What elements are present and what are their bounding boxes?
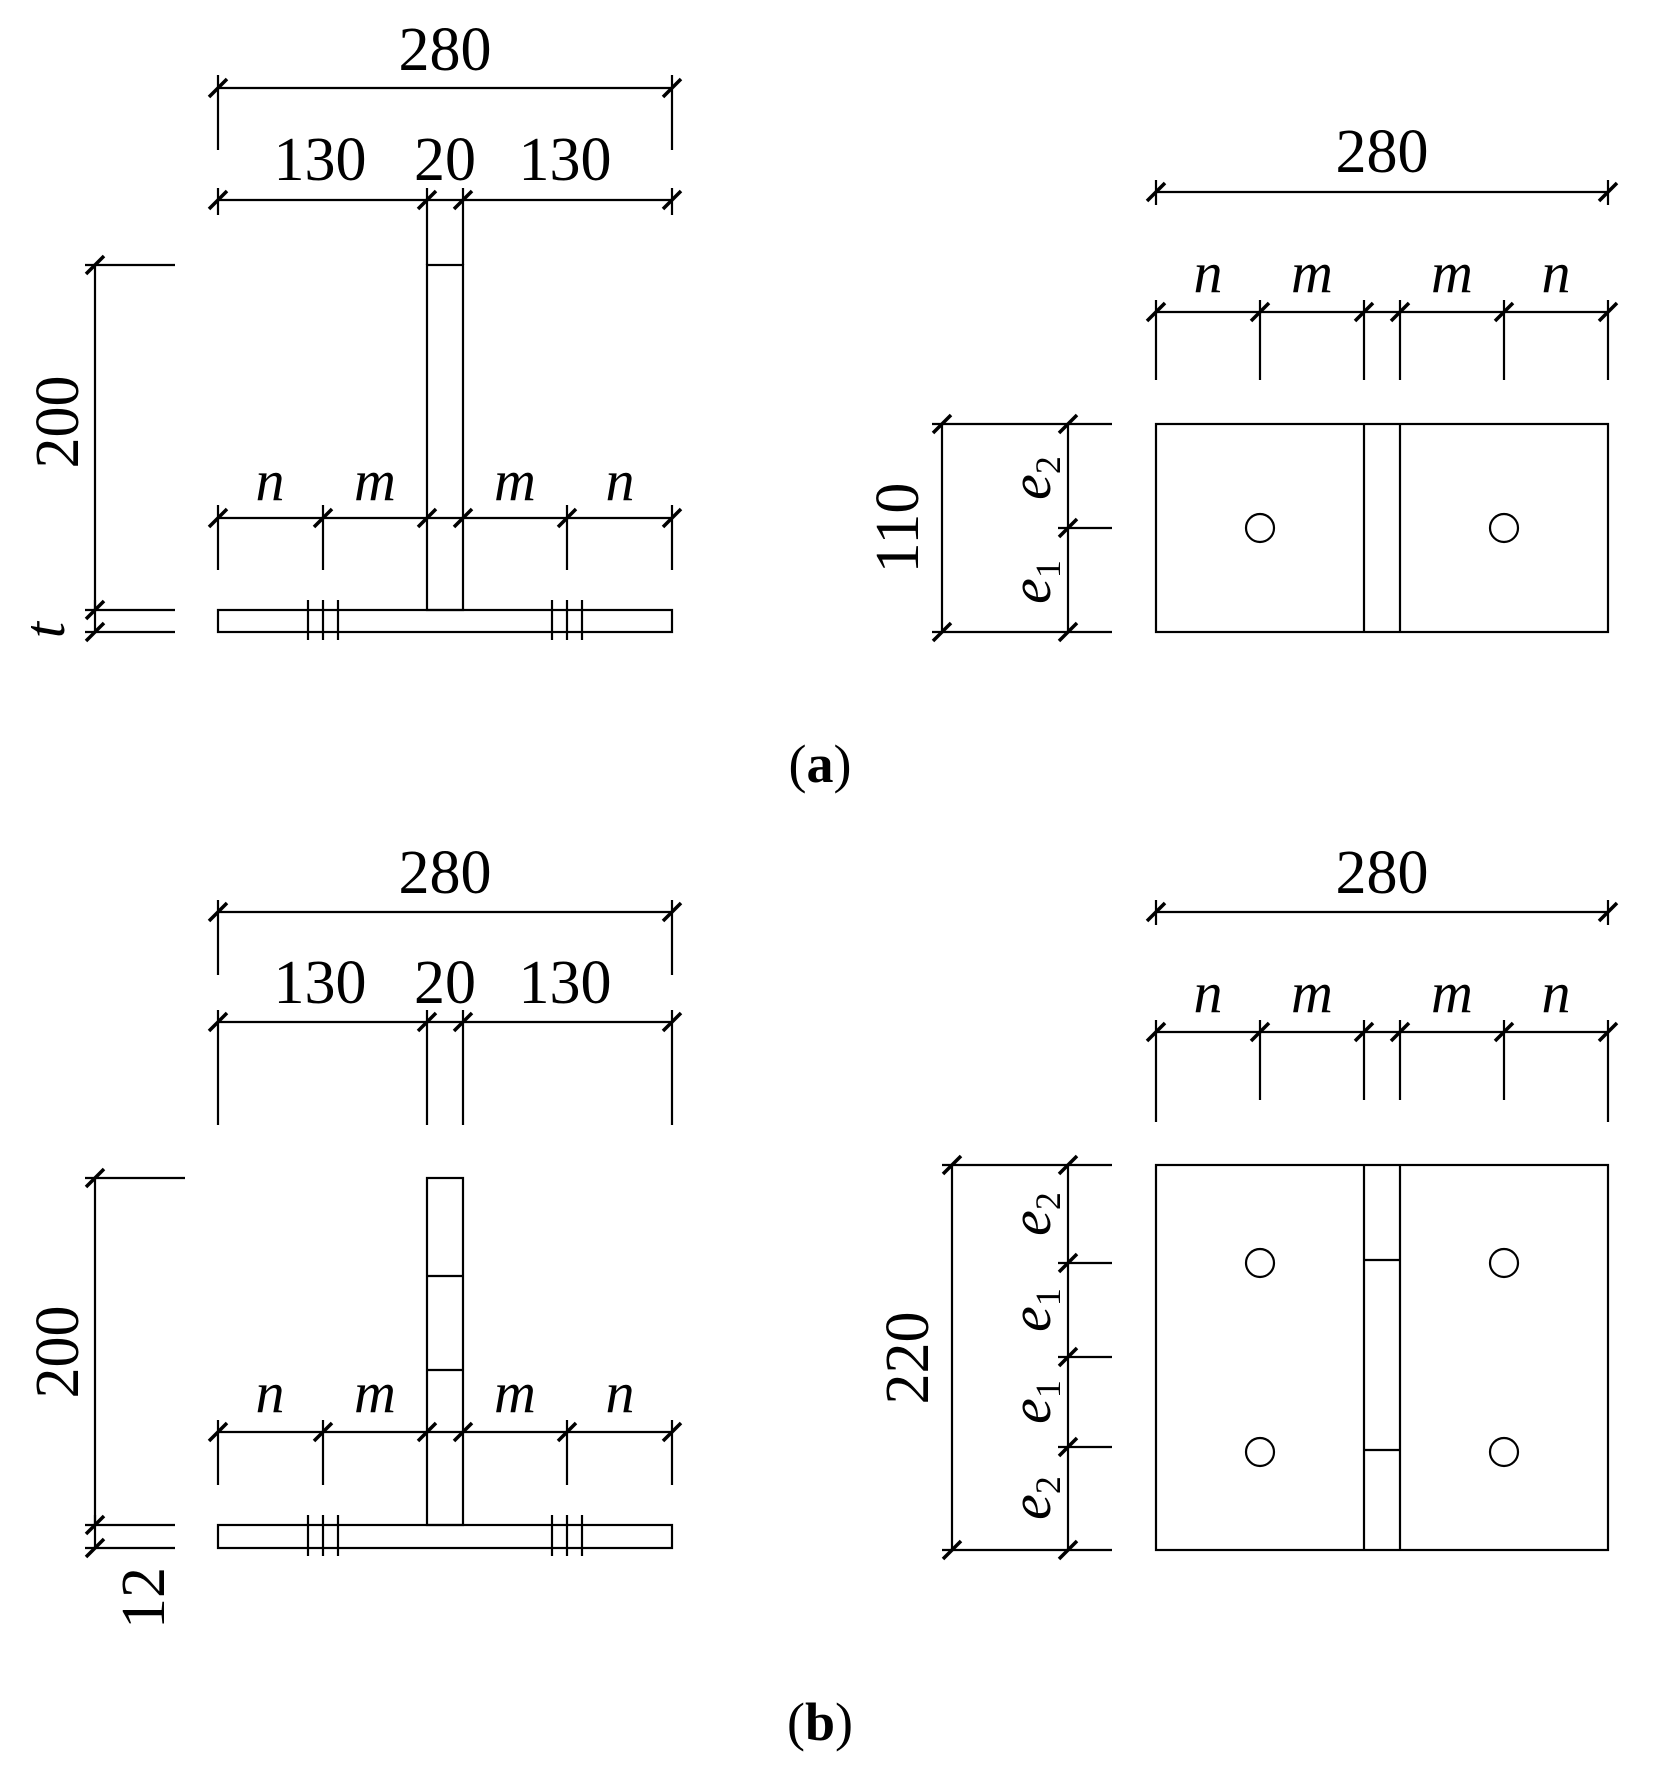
t-stub-side: [216, 263, 674, 640]
svg-text:e1: e1: [998, 560, 1068, 604]
plan-dim-label-220: 220: [874, 1312, 942, 1405]
label-e2-top: e: [998, 1210, 1063, 1236]
label-e1: e: [998, 578, 1063, 604]
panel-a-side-view: 280 130 20 130: [12, 16, 683, 643]
dim-bolt-spacing: n m m n: [207, 1360, 683, 1485]
plan-dim-label-110: 110: [864, 483, 932, 574]
plan-label-n-left: n: [1194, 960, 1223, 1025]
plan-dim-total-width: 280: [1145, 118, 1619, 205]
dim-height: 200: [24, 1167, 185, 1536]
plan-dim-height: 220 e2 e1 e1 e2: [874, 1154, 1112, 1561]
dim-label-20: 20: [414, 949, 476, 1017]
panel-a-plan-view: 280 n m m n: [864, 118, 1619, 643]
label-m-right: m: [494, 448, 536, 513]
dim-total-width: 280: [207, 839, 683, 975]
dim-label-12: 12: [110, 1567, 178, 1629]
label-n-left: n: [256, 448, 285, 513]
dim-label-20: 20: [414, 126, 476, 194]
panel-b-side-view: 280 130 20 130: [24, 839, 683, 1629]
dim-bolt-spacing: n m m n: [207, 448, 683, 570]
label-e1-subscript: 1: [1028, 560, 1068, 578]
dim-height: 200: [24, 254, 175, 621]
bolt-hole: [1244, 512, 1276, 544]
t-stub-side: [216, 1176, 674, 1556]
dim-label-130-right: 130: [519, 949, 612, 1017]
bolt-hole: [1488, 1436, 1520, 1468]
plan-label-m-left: m: [1291, 240, 1333, 305]
flange-plate: [216, 1523, 674, 1550]
label-e2: e: [998, 474, 1063, 500]
label-e2-bottom-subscript: 2: [1028, 1476, 1068, 1494]
plan-label-n-left: n: [1194, 240, 1223, 305]
label-n-right: n: [606, 1360, 635, 1425]
plan-plate: [1154, 422, 1610, 634]
plan-label-m-right: m: [1431, 960, 1473, 1025]
svg-text:e2: e2: [998, 456, 1068, 500]
label-e1-upper-subscript: 1: [1028, 1288, 1068, 1306]
label-e2-bottom: e: [998, 1494, 1063, 1520]
label-e2-subscript: 2: [1028, 456, 1068, 474]
dim-total-width: 280: [207, 16, 683, 150]
plan-dim-total-width: 280: [1145, 839, 1619, 925]
panel-b: 280 130 20 130: [24, 839, 1619, 1752]
panel-b-plan-view: 280 n m m n: [874, 839, 1619, 1561]
svg-text:e2: e2: [998, 1476, 1068, 1520]
label-e1-upper: e: [998, 1306, 1063, 1332]
panel-a: 280 130 20 130: [12, 16, 1619, 794]
label-m-left: m: [354, 448, 396, 513]
plan-dim-label-280: 280: [1336, 118, 1429, 186]
plan-dim-height: 110 e2 e1: [864, 413, 1112, 643]
caption-b: (b): [787, 1692, 853, 1752]
plan-plate: [1154, 1163, 1610, 1552]
label-m-right: m: [494, 1360, 536, 1425]
plan-label-m-left: m: [1291, 960, 1333, 1025]
dim-label-130-left: 130: [274, 126, 367, 194]
plan-dim-label-280: 280: [1336, 839, 1429, 907]
label-e2-top-subscript: 2: [1028, 1192, 1068, 1210]
plan-dim-bolt-spacing: n m m n: [1145, 960, 1619, 1122]
bolt-hole: [1488, 512, 1520, 544]
label-e1-lower-subscript: 1: [1028, 1380, 1068, 1398]
dim-label-200: 200: [24, 376, 92, 469]
label-m-left: m: [354, 1360, 396, 1425]
svg-text:e1: e1: [998, 1380, 1068, 1424]
plan-label-n-right: n: [1542, 960, 1571, 1025]
label-e1-lower: e: [998, 1398, 1063, 1424]
dim-label-280: 280: [399, 16, 492, 84]
flange-plate: [216, 608, 674, 634]
web-plate: [425, 263, 465, 612]
dim-label-200: 200: [24, 1306, 92, 1399]
plan-label-n-right: n: [1542, 240, 1571, 305]
svg-text:e2: e2: [998, 1192, 1068, 1236]
dim-thickness: 12: [84, 1515, 178, 1629]
dim-segments: 130 20 130: [207, 949, 683, 1125]
dim-label-130-left: 130: [274, 949, 367, 1017]
plan-dim-bolt-spacing: n m m n: [1145, 240, 1619, 380]
dim-label-t: t: [12, 620, 77, 638]
bolt-hole: [1244, 1436, 1276, 1468]
dim-thickness: t: [12, 600, 175, 643]
bolt-hole: [1244, 1247, 1276, 1279]
label-n-right: n: [606, 448, 635, 513]
label-n-left: n: [256, 1360, 285, 1425]
dim-label-130-right: 130: [519, 126, 612, 194]
web-plate: [425, 1176, 465, 1527]
caption-a: (a): [789, 734, 852, 794]
dim-label-280: 280: [399, 839, 492, 907]
plan-label-m-right: m: [1431, 240, 1473, 305]
dim-segments: 130 20 130: [207, 126, 683, 265]
svg-text:e1: e1: [998, 1288, 1068, 1332]
bolt-hole: [1488, 1247, 1520, 1279]
